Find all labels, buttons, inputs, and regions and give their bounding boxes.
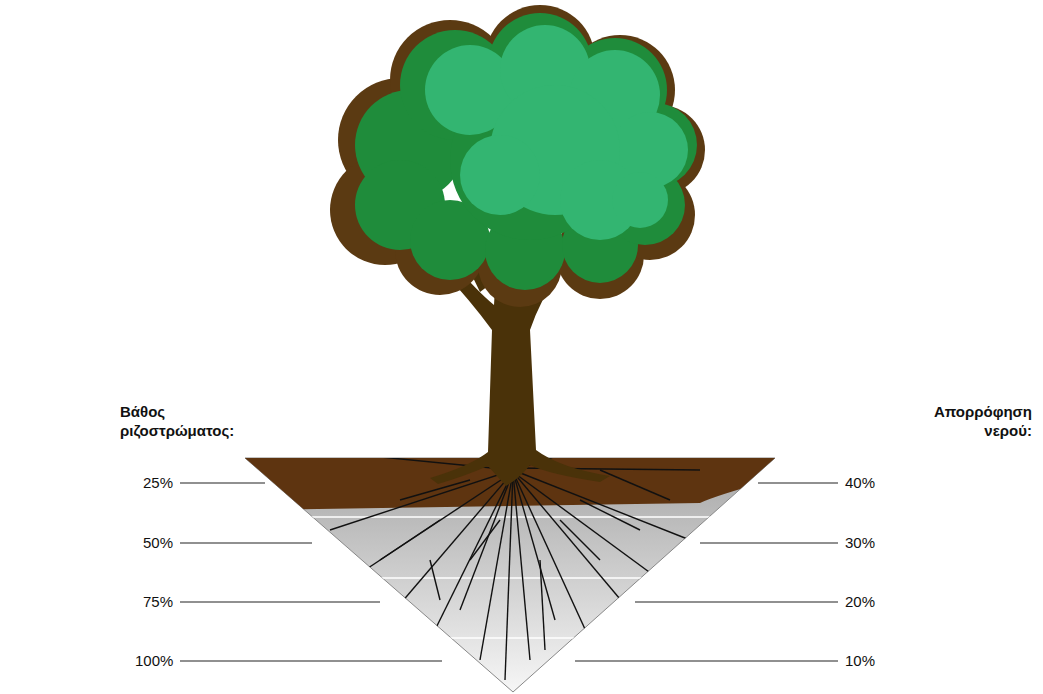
leader-line [180,483,838,661]
absorption-value: 30% [845,534,875,553]
depth-value: 50% [143,534,173,553]
soil-profile [240,455,780,692]
absorption-value: 10% [845,652,875,671]
absorption-value: 40% [845,474,875,493]
axis-heading: Βάθος ριζοστρώματος: [120,403,270,441]
axis-heading: Απορρόφηση νερού: [912,403,1032,441]
absorption-value: 20% [845,593,875,612]
depth-value: 25% [143,474,173,493]
depth-value: 100% [135,652,173,671]
depth-value: 75% [143,593,173,612]
tree-canopy [330,5,705,307]
